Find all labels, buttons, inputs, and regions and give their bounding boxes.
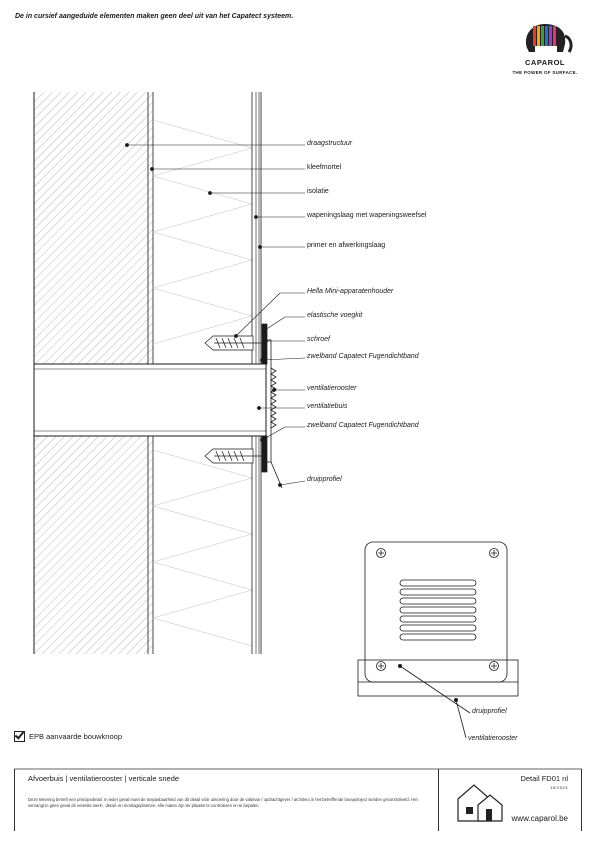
disclaimer-note: De in cursief aangeduide elementen maken… bbox=[15, 13, 294, 20]
detail-date: 19/2023 bbox=[550, 785, 568, 790]
label-voegkit: elastische voegkit bbox=[307, 312, 363, 319]
house-icon bbox=[457, 784, 503, 822]
label-draagstructuur: draagstructuur bbox=[307, 140, 353, 147]
label-ventilatierooster: ventilatierooster bbox=[307, 385, 357, 392]
caparol-logo: CAPAROL THE POWER OF SURFACE. bbox=[505, 18, 585, 83]
screw-anchor-bottom bbox=[204, 435, 268, 473]
label-zwelband-bottom: zwelband Capatect Fugendichtband bbox=[307, 422, 419, 429]
label-wapeningslaag: wapeningslaag met wapeningsweefsel bbox=[307, 212, 427, 219]
label-primer: primer en afwerkingslaag bbox=[307, 242, 386, 249]
leader-lines bbox=[125, 143, 306, 487]
checkbox-icon bbox=[14, 731, 25, 742]
insulation-layer bbox=[151, 119, 254, 647]
epb-label: EPB aanvaarde bouwknoop bbox=[29, 732, 122, 741]
screw-anchor-top bbox=[204, 323, 268, 365]
detail-code: Detail FD01 nl bbox=[520, 774, 568, 783]
label-hella-houder: Hella Mini-apparatenhouder bbox=[307, 288, 394, 295]
label-kleefmortel: kleefmortel bbox=[307, 164, 342, 171]
structural-wall-upper bbox=[34, 92, 153, 364]
ventilation-pipe bbox=[33, 363, 267, 437]
elephant-icon bbox=[525, 24, 573, 53]
label-ventilatiebuis: ventilatiebuis bbox=[307, 403, 348, 410]
drawing-disclaimer: Deze tekening betreft een principedetail… bbox=[28, 797, 418, 808]
ventilation-grille bbox=[265, 339, 283, 489]
detail-label-ventilatierooster: ventilatierooster bbox=[468, 735, 518, 742]
label-isolatie: isolatie bbox=[307, 188, 329, 195]
label-druipprofiel: druipprofiel bbox=[307, 476, 342, 483]
drawing-title: Afvoerbuis | ventilatierooster | vertica… bbox=[28, 774, 180, 783]
structural-wall-lower bbox=[34, 436, 153, 654]
label-schroef: schroef bbox=[307, 336, 330, 343]
logo-slogan: THE POWER OF SURFACE. bbox=[512, 70, 578, 75]
detail-label-druipprofiel: druipprofiel bbox=[472, 708, 507, 715]
website-link[interactable]: www.caparol.be bbox=[511, 814, 568, 823]
logo-name: CAPAROL bbox=[524, 58, 566, 67]
title-block: Afvoerbuis | ventilatierooster | vertica… bbox=[14, 769, 582, 831]
epb-badge: EPB aanvaarde bouwknoop bbox=[14, 731, 122, 742]
grille-front-view bbox=[357, 541, 519, 739]
label-zwelband-top: zwelband Capatect Fugendichtband bbox=[307, 353, 419, 360]
